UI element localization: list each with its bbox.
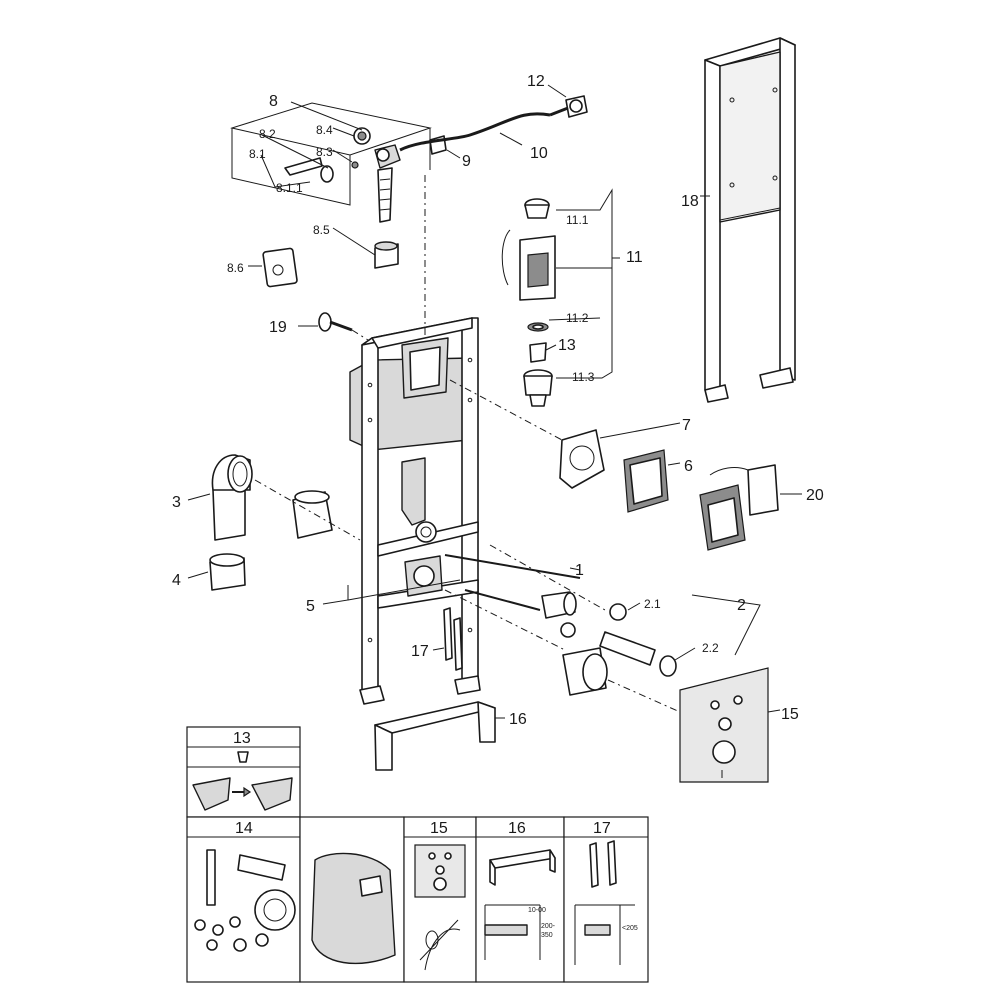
part-17-brackets (443, 607, 463, 671)
label-13: 13 (558, 337, 576, 354)
assembly-lines (254, 175, 681, 713)
label-10: 10 (530, 145, 548, 162)
label-8-2: 8.2 (259, 127, 276, 141)
label-1: 1 (575, 562, 584, 579)
label-17: 17 (411, 643, 429, 660)
dim-16-b: 200- (541, 923, 556, 930)
callout-labels: 8 8.4 8.2 8.3 8.1 8.1.1 8.5 8.6 9 10 12 … (172, 73, 824, 728)
part-16-base (374, 701, 496, 771)
label-11-1: 11.1 (566, 213, 589, 227)
dim-16-c: 350 (541, 932, 553, 939)
detail-panel-15: 15 (403, 816, 477, 983)
part-11-flush-valve (501, 198, 556, 407)
label-2-1: 2.1 (644, 597, 661, 611)
part-19-bolt (318, 312, 353, 332)
panel-16-title: 16 (508, 820, 526, 837)
label-2: 2 (737, 597, 746, 614)
detail-panel-13: 13 (186, 726, 301, 818)
label-8-5: 8.5 (313, 223, 330, 237)
part-3-4-bend (209, 454, 333, 591)
panel-14-title: 14 (235, 820, 253, 837)
dim-17: <205 (622, 925, 638, 932)
label-5: 5 (306, 598, 315, 615)
panel-17-title: 17 (593, 820, 611, 837)
part-9-10-12-hose (399, 95, 588, 155)
part-7-6-20-plates (559, 429, 779, 551)
label-2-2: 2.2 (702, 641, 719, 655)
label-6: 6 (684, 458, 693, 475)
label-8-1-1: 8.1.1 (276, 181, 303, 195)
label-12: 12 (527, 73, 545, 90)
label-8-6: 8.6 (227, 261, 244, 275)
label-8-1: 8.1 (249, 147, 266, 161)
label-8-3: 8.3 (316, 145, 333, 159)
label-4: 4 (172, 572, 181, 589)
part-18-frame (704, 37, 796, 403)
label-11-2: 11.2 (566, 311, 589, 325)
part-8-fill-valve (230, 102, 432, 288)
label-8-4: 8.4 (316, 123, 333, 137)
panel-13-title: 13 (233, 730, 251, 747)
label-9: 9 (462, 153, 471, 170)
part-1-2-bolts-pipes (444, 554, 677, 696)
detail-panel-16: 16 10-00 200- 350 (475, 816, 565, 983)
label-7: 7 (682, 417, 691, 434)
label-16: 16 (509, 711, 527, 728)
leader-lines (187, 84, 802, 719)
panel-15-title: 15 (430, 820, 448, 837)
part-15-mat (679, 667, 769, 783)
label-8: 8 (269, 93, 278, 110)
label-19: 19 (269, 319, 287, 336)
label-18: 18 (681, 193, 699, 210)
detail-panel-17: 17 <205 (563, 816, 649, 983)
label-15: 15 (781, 706, 799, 723)
detail-panel-14: 14 (186, 816, 405, 983)
label-11: 11 (626, 249, 643, 266)
installation-frame (349, 317, 481, 705)
label-3: 3 (172, 494, 181, 511)
label-20: 20 (806, 487, 824, 504)
label-11-3: 11.3 (572, 370, 595, 384)
dim-16-a: 10-00 (528, 907, 546, 914)
